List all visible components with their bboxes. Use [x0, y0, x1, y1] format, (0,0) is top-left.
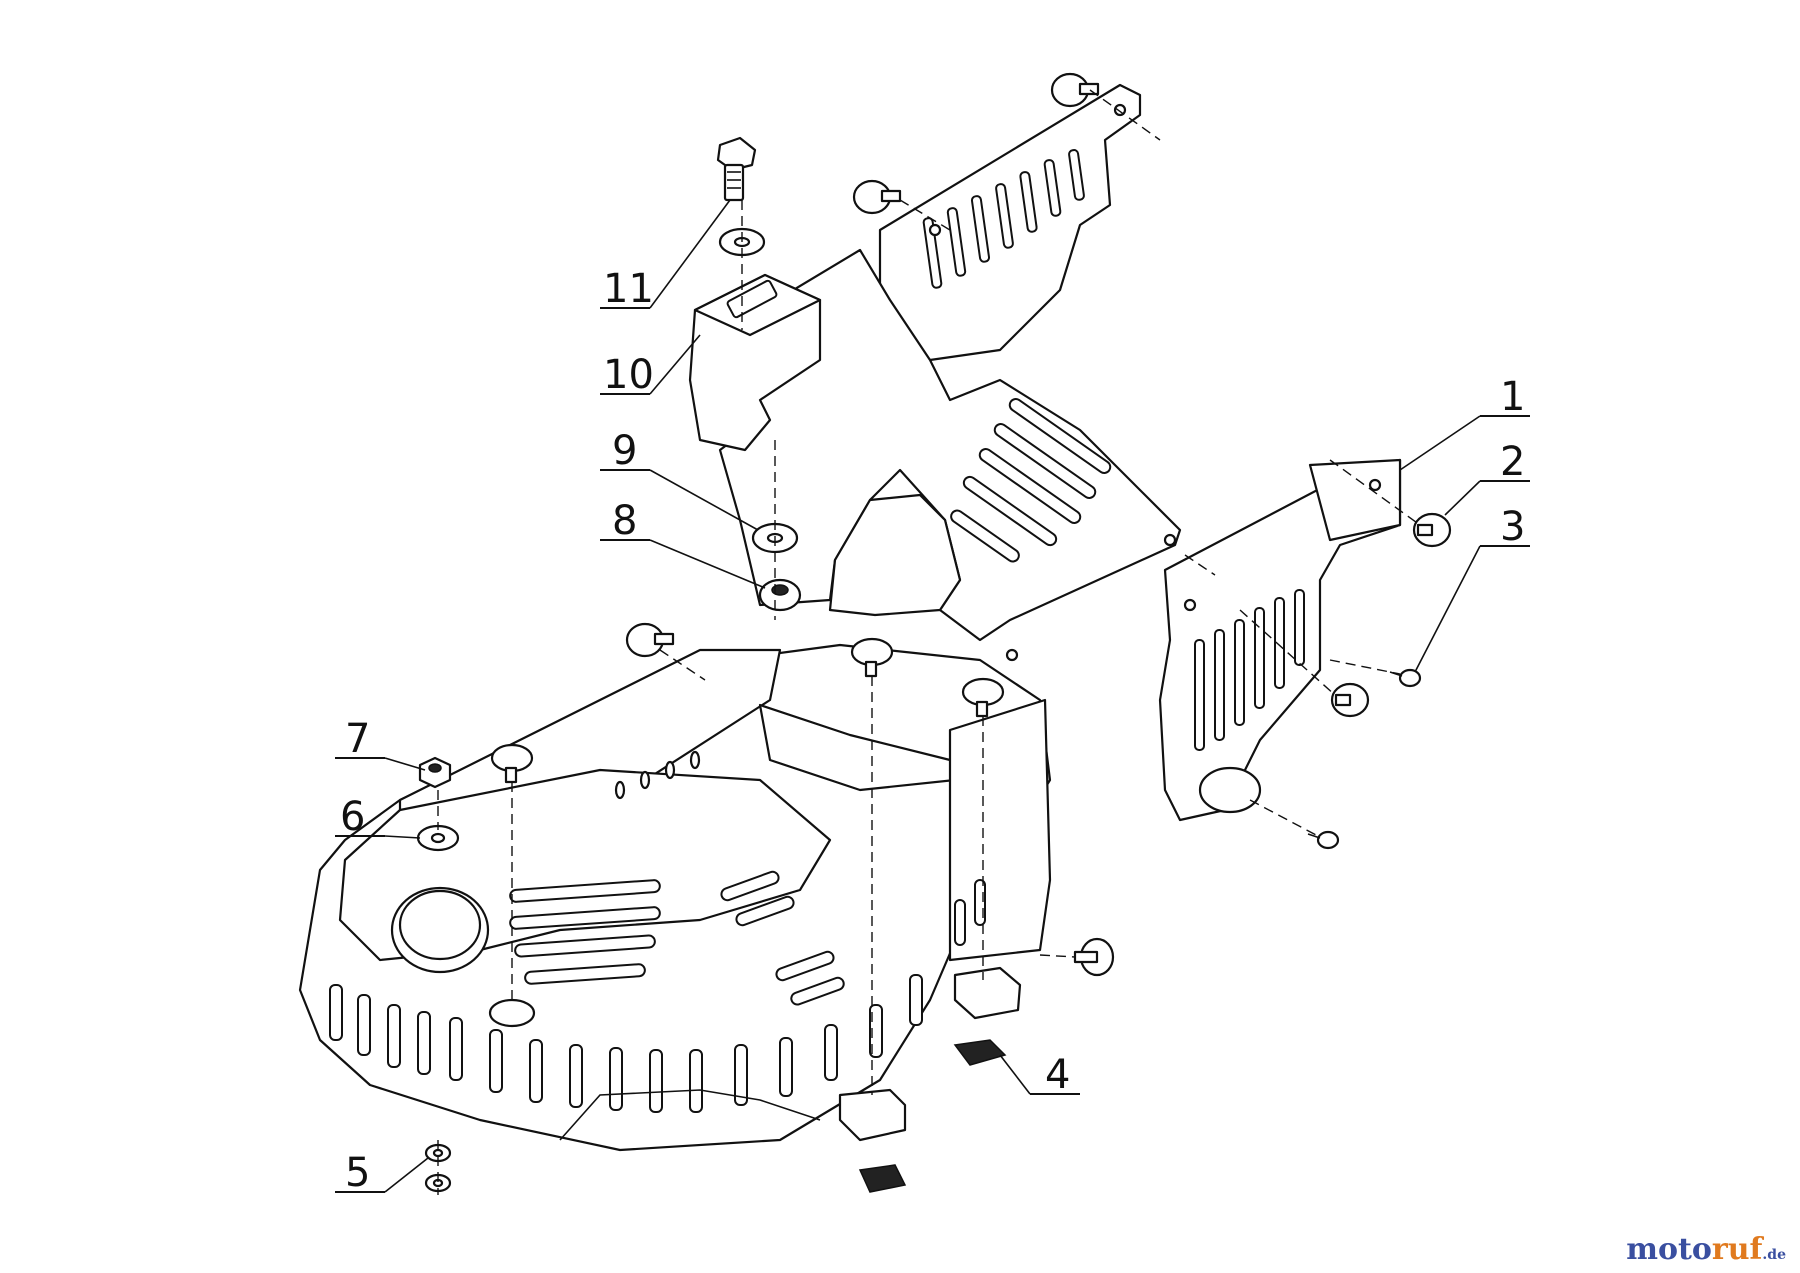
washers-5	[424, 1143, 452, 1193]
svg-text:2: 2	[1500, 439, 1525, 485]
callout-8: 8	[600, 498, 766, 589]
watermark-text-b: ruf	[1711, 1232, 1763, 1267]
callout-9: 9	[600, 428, 759, 531]
site-watermark-logo: motoruf.de	[1626, 1232, 1786, 1267]
right-side-cover	[1158, 458, 1402, 822]
svg-text:11: 11	[603, 266, 654, 312]
lower-belt-guard	[298, 643, 1052, 1152]
back-plate-vent-slots	[922, 149, 1085, 289]
grommets-4	[838, 966, 1022, 1193]
svg-text:8: 8	[612, 498, 637, 544]
watermark-text-a: moto	[1626, 1232, 1712, 1267]
upper-belt-guard	[718, 83, 1182, 662]
callout-6: 6	[335, 794, 421, 840]
nut-8	[758, 578, 802, 612]
callout-10: 10	[600, 334, 701, 398]
lower-guard-wall-slots	[329, 879, 986, 1113]
callout-5: 5	[335, 1150, 429, 1196]
callout-1: 1	[1399, 374, 1530, 471]
svg-text:3: 3	[1500, 504, 1525, 550]
svg-text:6: 6	[340, 794, 365, 840]
lower-guard-floor-slots	[509, 870, 845, 1006]
upper-guard-floor-slots	[950, 398, 1112, 563]
callout-11: 11	[600, 199, 731, 312]
svg-text:4: 4	[1045, 1052, 1070, 1098]
nut-7	[418, 756, 452, 789]
svg-text:5: 5	[345, 1150, 370, 1196]
watermark-suffix: .de	[1762, 1247, 1786, 1263]
fastener-bolt-11	[716, 136, 757, 202]
small-screws	[1307, 668, 1422, 850]
svg-text:7: 7	[345, 716, 370, 762]
svg-text:10: 10	[603, 352, 654, 398]
callout-2: 2	[1444, 439, 1530, 516]
thumb-screws	[488, 72, 1452, 1028]
callout-4: 4	[999, 1052, 1080, 1098]
callout-7: 7	[335, 716, 426, 771]
callout-3: 3	[1414, 504, 1530, 673]
side-cover-vent-slots	[1194, 589, 1305, 751]
svg-text:1: 1	[1500, 374, 1525, 420]
assembly-dashed-lines	[437, 89, 1421, 1195]
svg-text:9: 9	[612, 428, 637, 474]
